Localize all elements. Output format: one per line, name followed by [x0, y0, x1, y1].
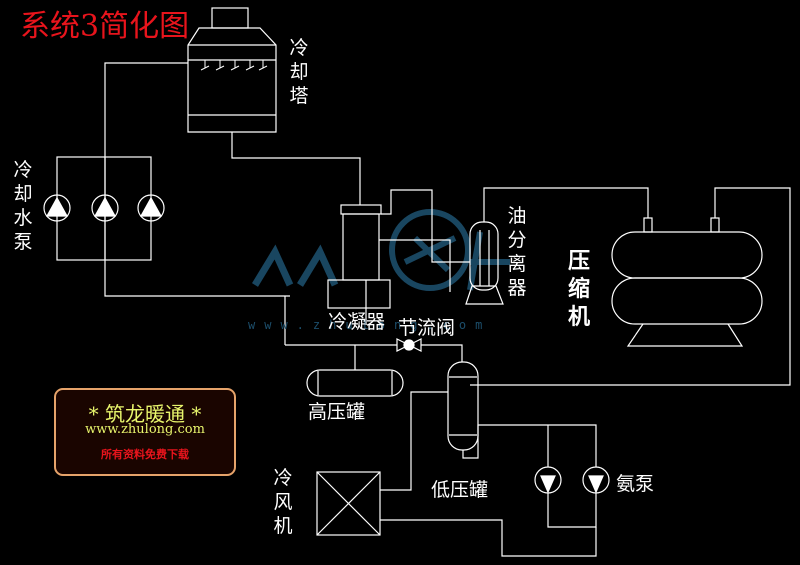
air-cooler: [316, 471, 597, 557]
label-low-pressure-tank: 低压罐: [431, 479, 489, 501]
label-cooling-tower: 冷却塔: [289, 37, 309, 107]
high-pressure-tank: [306, 345, 404, 397]
cooling-tower: [187, 7, 277, 133]
throttle-valve: [284, 296, 463, 362]
logo-url: www.zhulong.com: [85, 422, 205, 437]
spray-nozzles: [200, 60, 268, 71]
ammonia-pumps: [534, 425, 610, 528]
compressor: [470, 187, 791, 386]
cooling-water-pumps: [43, 194, 165, 222]
logo-tagline: 所有资料免费下载: [101, 448, 189, 461]
label-cooling-water-pump: 冷却水泵: [13, 159, 33, 253]
watermark-graphic: [252, 209, 510, 291]
condenser: [327, 189, 470, 325]
low-pressure-tank: [380, 361, 597, 491]
label-oil-separator: 油分离器: [507, 205, 527, 299]
label-condenser: 冷凝器: [328, 311, 386, 333]
logo-name: * 筑龙暖通 *: [88, 402, 202, 426]
diagram-title: 系统3简化图: [20, 9, 190, 44]
label-high-pressure-tank: 高压罐: [308, 401, 366, 423]
label-compressor: 压缩机: [567, 249, 590, 330]
watermark-url: www.zhulong.com: [248, 318, 492, 332]
zhulong-logo-badge: * 筑龙暖通 * www.zhulong.com 所有资料免费下载: [54, 388, 236, 476]
label-ammonia-pump: 氨泵: [616, 473, 655, 495]
label-air-cooler: 冷风机: [273, 467, 293, 537]
label-throttle-valve: 节流阀: [398, 317, 456, 339]
